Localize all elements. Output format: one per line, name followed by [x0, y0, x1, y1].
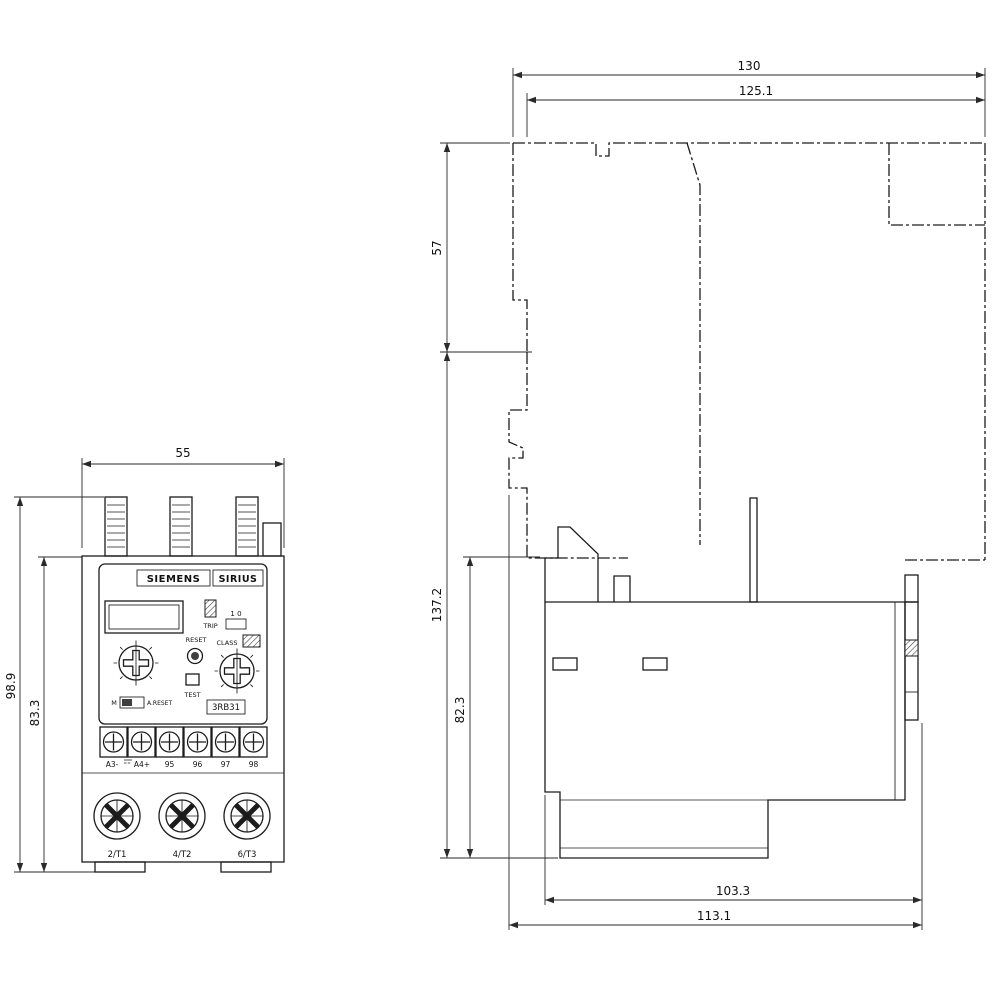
terminal-label-6t3: 6/T3: [238, 850, 257, 860]
class-setting-dial: [213, 647, 261, 695]
terminal-label-95: 95: [165, 760, 175, 769]
current-setting-dial: [112, 639, 160, 687]
front-view: 55 98.9 83.3: [4, 446, 285, 873]
test-button: TEST: [183, 673, 201, 699]
dim-front-height-total: 98.9: [4, 496, 104, 873]
test-label: TEST: [183, 691, 200, 699]
dim-side-width-total: 130: [512, 59, 986, 137]
dim-side-depth-body-label: 103.3: [716, 884, 750, 898]
dim-side-width-total-label: 130: [738, 59, 761, 73]
class-label: CLASS: [216, 639, 237, 647]
dim-side-width-body-label: 125.1: [739, 84, 773, 98]
dim-side-height-upper: 57: [430, 142, 532, 353]
dim-side-depth-total-label: 113.1: [697, 909, 731, 923]
dim-front-height-total-label: 98.9: [4, 673, 18, 700]
dim-front-width-label: 55: [175, 446, 190, 460]
dim-side-height-body: 82.3: [453, 556, 540, 858]
model-label-box: 3RB31: [206, 699, 246, 715]
control-terminals: A3- A4+ 95 96 97 98: [99, 726, 268, 769]
mounting-foot-left: [94, 861, 146, 873]
dim-side-height-overall-label: 137.2: [430, 588, 444, 622]
dc-symbol-icon: [124, 759, 132, 764]
trip-positions-label: 1 0: [230, 610, 241, 618]
contactor-phantom-outline: [508, 142, 986, 561]
relay-side-profile: [544, 497, 919, 859]
plunger-pin: [749, 497, 758, 603]
dim-side-width-body: 125.1: [526, 84, 985, 137]
rear-terminal-lug: [904, 574, 919, 721]
side-tab: [262, 522, 282, 557]
terminal-label-96: 96: [193, 760, 203, 769]
trip-indicator: TRIP 1 0: [202, 599, 247, 630]
dim-side-depth-body: 103.3: [544, 723, 923, 930]
dim-side-height-overall: 137.2: [430, 352, 558, 859]
model-label: 3RB31: [212, 703, 240, 713]
dim-front-width: 55: [81, 446, 285, 548]
terminal-label-98: 98: [249, 760, 259, 769]
display-window: [104, 600, 184, 634]
series-label: SIRIUS: [219, 574, 258, 585]
terminal-windows: [552, 657, 668, 671]
dim-side-height-upper-label: 57: [430, 240, 444, 255]
brand-label: SIEMENS: [147, 574, 201, 585]
reset-label: RESET: [186, 636, 207, 644]
terminal-label-a3: A3-: [106, 760, 119, 769]
relay-body: [81, 555, 285, 873]
top-terminal-pins: [104, 496, 282, 557]
front-panel: [98, 563, 268, 725]
terminal-label-a4: A4+: [134, 760, 150, 769]
terminal-label-2t1: 2/T1: [108, 850, 127, 860]
main-terminals: 2/T1 4/T2 6/T3: [94, 793, 270, 860]
terminal-label-4t2: 4/T2: [173, 850, 192, 860]
side-view: 130 125.1 57 137.2 82.3: [430, 59, 986, 930]
dim-front-height-body: 83.3: [28, 556, 82, 872]
trip-label: TRIP: [202, 622, 217, 630]
terminal-label-97: 97: [221, 760, 231, 769]
reset-mode-switch: M A.RESET: [111, 696, 172, 709]
manual-label: M: [111, 699, 117, 707]
dim-side-depth-total: 113.1: [508, 495, 922, 930]
dim-front-height-body-label: 83.3: [28, 700, 42, 727]
class-setting: CLASS: [216, 634, 261, 648]
reset-button: RESET: [186, 636, 207, 665]
mounting-foot-right: [220, 861, 272, 873]
dim-side-height-body-label: 82.3: [453, 697, 467, 724]
brand-panel: SIEMENS SIRIUS: [136, 569, 264, 587]
auto-reset-label: A.RESET: [147, 700, 172, 707]
